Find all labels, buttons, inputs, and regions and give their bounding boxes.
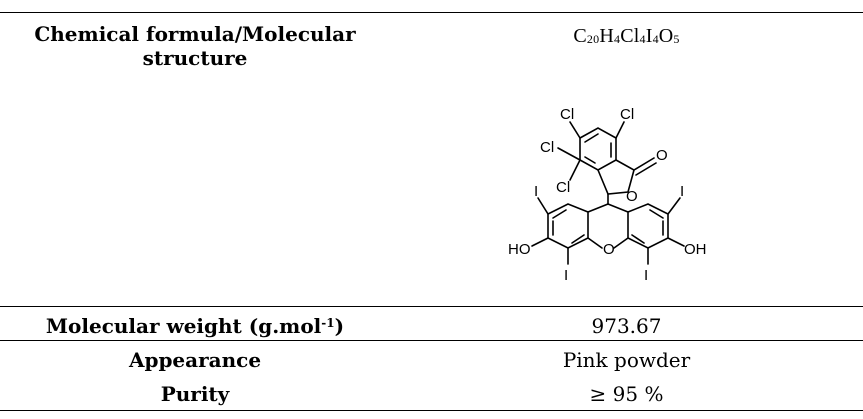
bond-i-right <box>667 197 681 215</box>
formula-element: Cl <box>620 25 640 47</box>
appearance-value: Pink powder <box>562 348 691 372</box>
cl-label: Cl <box>540 139 554 156</box>
formula-element: C <box>573 25 587 47</box>
formula-subscript: 4 <box>613 32 621 46</box>
chemical-formula-value: C20H4Cl4I4O5 <box>390 24 863 48</box>
formula-element: H <box>599 25 614 47</box>
bond-cl-mid <box>557 147 581 161</box>
chemical-formula-label-line2: structure <box>142 46 248 70</box>
xanthene-right-double-bonds <box>631 209 664 244</box>
cl-label: Cl <box>560 106 574 123</box>
molecular-weight-label: Molecular weight (g.mol-1) <box>45 314 345 338</box>
formula-subscript: 4 <box>639 32 646 46</box>
molecular-weight-value: 973.67 <box>591 314 662 338</box>
upper-ring-double-bonds <box>584 133 612 164</box>
formula-element: O <box>658 25 674 47</box>
purity-value: ≥ 95 % <box>589 382 664 406</box>
formula-subscript: 4 <box>652 32 659 46</box>
chemical-formula-label-line1: Chemical formula/Molecular <box>34 22 356 46</box>
bond-cl-low <box>569 159 581 181</box>
purity-label: Purity <box>160 382 230 406</box>
bond-cl-top-left <box>569 121 581 139</box>
o-label: O <box>626 188 638 205</box>
bond-i-left <box>537 197 549 215</box>
xanthene-left-ring <box>547 203 609 249</box>
row-rule <box>0 340 863 341</box>
top-rule <box>0 12 863 13</box>
i-label: I <box>644 267 648 284</box>
carbonyl-bond <box>633 157 657 176</box>
cl-label: Cl <box>556 179 570 196</box>
bottom-rule <box>0 410 863 411</box>
oxygen-bridge <box>587 237 629 249</box>
i-label: I <box>564 267 568 284</box>
cl-label: Cl <box>620 106 634 123</box>
bond-oh-right <box>667 237 685 247</box>
formula-subscript: 5 <box>673 32 680 46</box>
o-label: O <box>656 147 668 164</box>
xanthene-right-ring <box>607 203 669 249</box>
molecular-structure-image: Cl Cl Cl Cl O O I I I I O HO OH <box>508 106 707 284</box>
bond-ho-left <box>531 237 549 247</box>
lactone-ring <box>597 159 635 195</box>
section-rule <box>0 306 863 307</box>
i-label: I <box>534 183 538 200</box>
chemical-formula-label: Chemical formula/Molecular structure <box>0 22 390 70</box>
o-label: O <box>603 241 615 258</box>
i-label: I <box>680 183 684 200</box>
formula-subscript: 20 <box>586 32 600 46</box>
formula-element: I <box>645 25 653 47</box>
bond-cl-top-right <box>615 121 625 139</box>
oh-label: OH <box>684 241 707 258</box>
appearance-label: Appearance <box>128 348 262 372</box>
ho-label: HO <box>508 241 531 258</box>
xanthene-left-double-bonds <box>552 209 585 244</box>
superscript: -1 <box>321 316 335 330</box>
